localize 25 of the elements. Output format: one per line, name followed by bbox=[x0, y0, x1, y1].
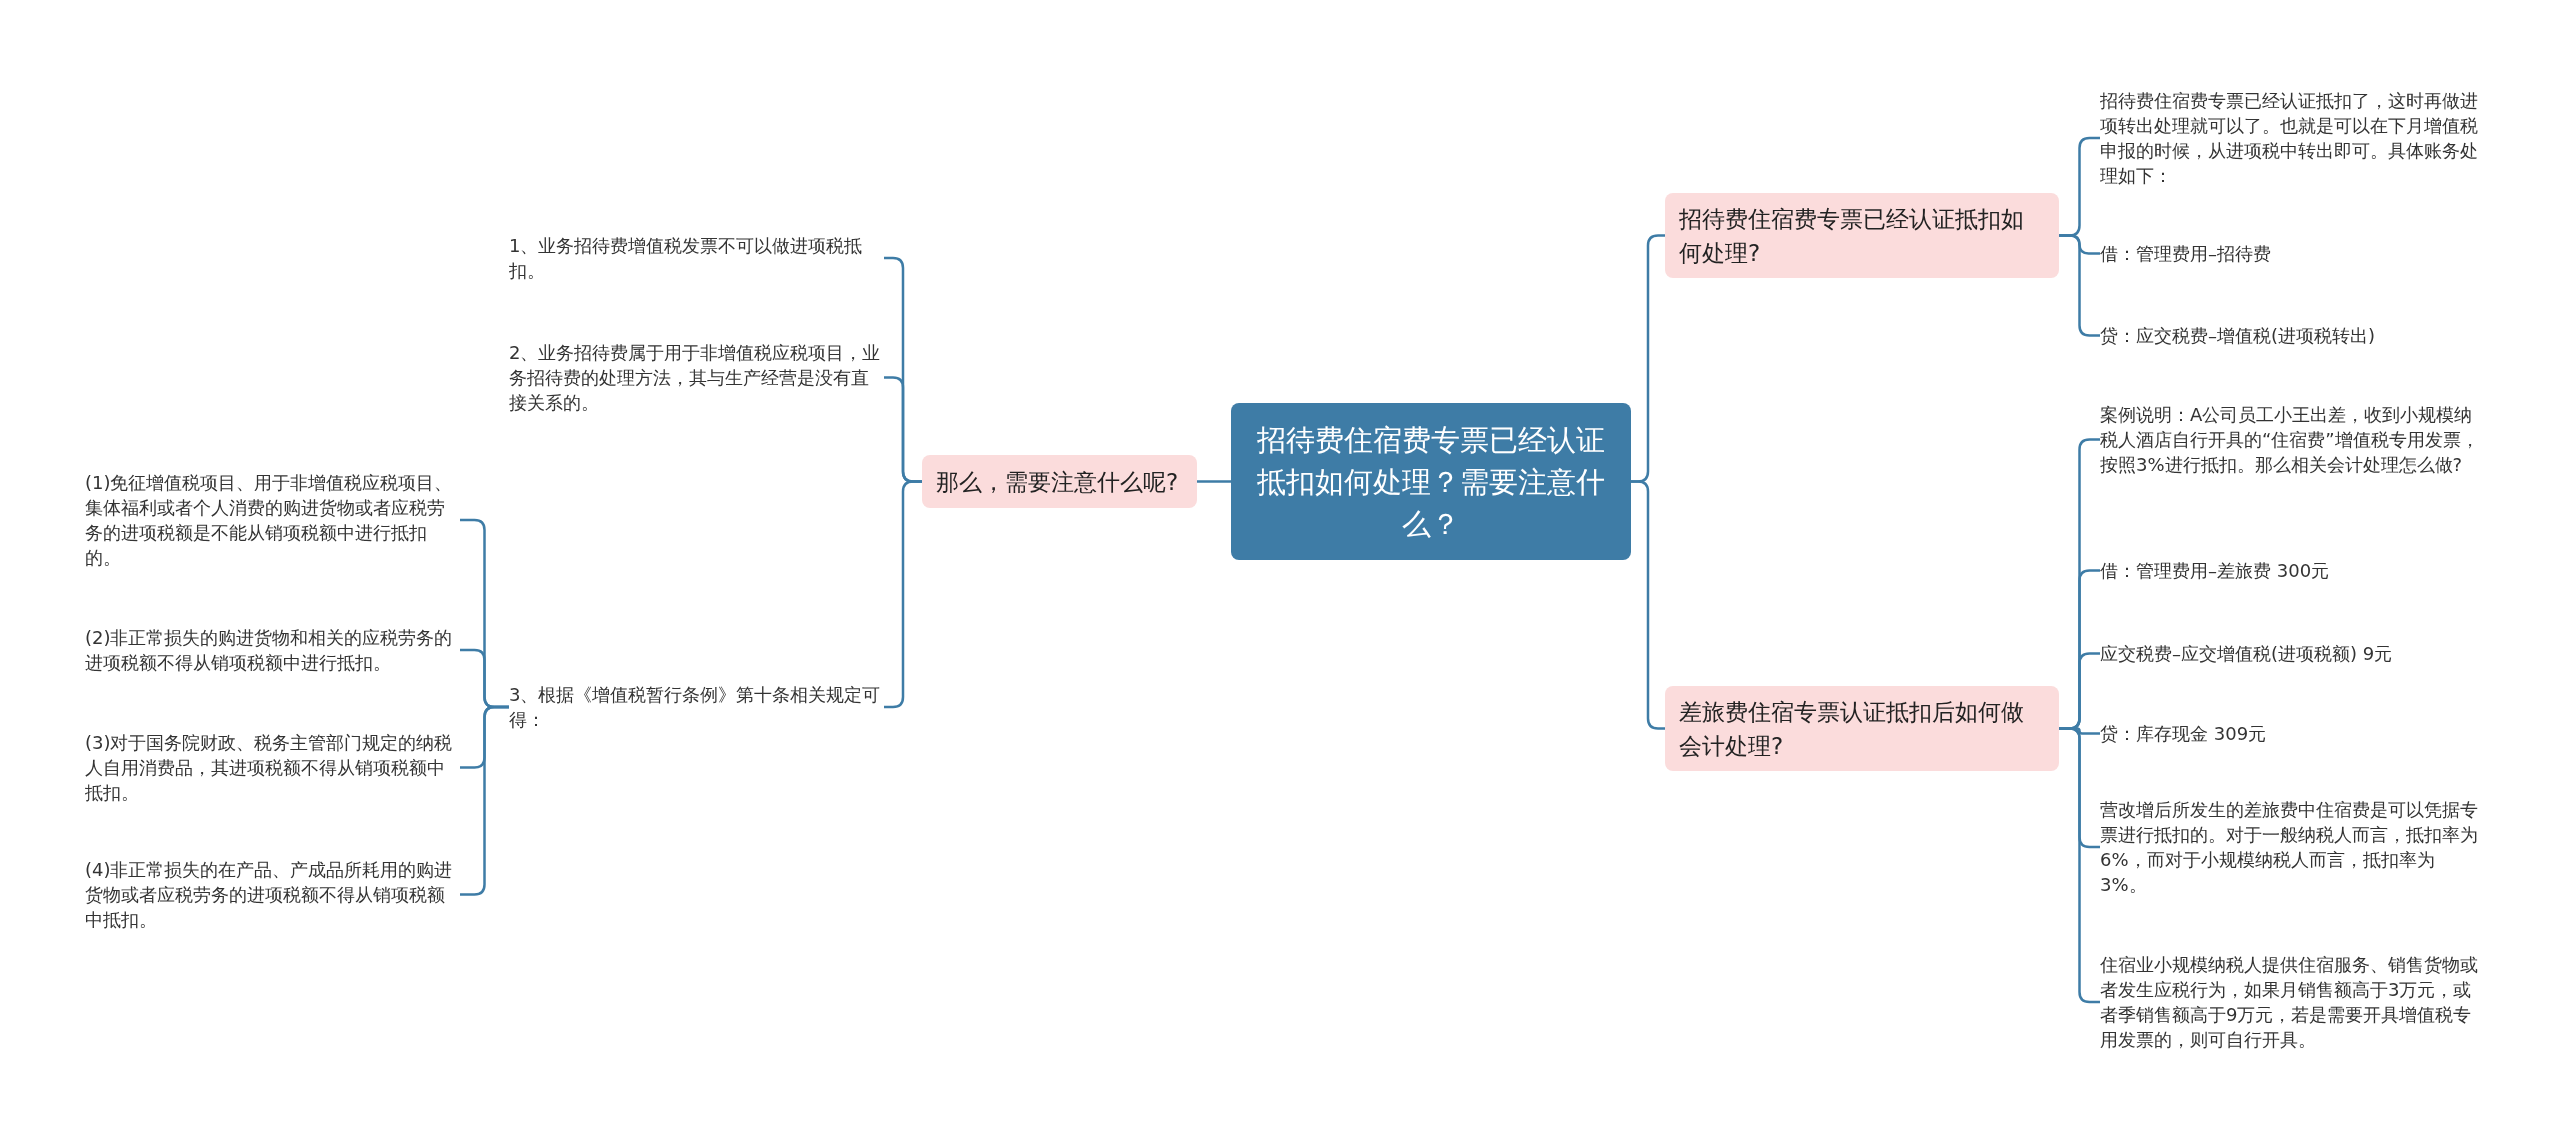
topic-box bbox=[922, 455, 1197, 508]
note-text: 借：管理费用–差旅费 300元 bbox=[2100, 559, 2331, 583]
note-text: 案例说明：A公司员工小王出差，收到小规模纳税人酒店自行开具的“住宿费”增值税专用发票，按照3%进行抵扣。那么相关会计处理怎么做? bbox=[2100, 403, 2480, 477]
note-text: 1、业务招待费增值税发票不可以做进项税抵扣。 bbox=[509, 234, 864, 283]
topic-box bbox=[1665, 686, 2059, 771]
note-text: 借：管理费用–招待费 bbox=[2100, 242, 2272, 266]
note-text: (1)免征增值税项目、用于非增值税应税项目、集体福利或者个人消费的购进货物或者应税劳务的进项税额是不能从销项税额中进行抵扣的。 bbox=[85, 471, 454, 570]
note-text: 2、业务招待费属于用于非增值税应税项目，业务招待费的处理方法，其与生产经营是没有直接关系的。 bbox=[509, 341, 882, 415]
note-text: 住宿业小规模纳税人提供住宿服务、销售货物或者发生应税行为，如果月销售额高于3万元，或者季销售额高于9万元，若是需要开具增值税专用发票的，则可自行开具。 bbox=[2100, 953, 2479, 1052]
note-text: 贷：应交税费–增值税(进项税转出) bbox=[2100, 324, 2377, 348]
topic-box bbox=[1665, 193, 2059, 278]
note-text: (3)对于国务院财政、税务主管部门规定的纳税人自用消费品，其进项税额不得从销项税额中抵扣。 bbox=[85, 731, 454, 805]
note-text: 3、根据《增值税暂行条例》第十条相关规定可得： bbox=[509, 683, 882, 732]
topic-text: 差旅费住宿专票认证抵扣后如何做会计处理? bbox=[1679, 697, 2025, 761]
note-text: (4)非正常损失的在产品、产成品所耗用的购进货物或者应税劳务的进项税额不得从销项税额中抵扣。 bbox=[85, 858, 454, 932]
note-text: (2)非正常损失的购进货物和相关的应税劳务的进项税额不得从销项税额中进行抵扣。 bbox=[85, 626, 454, 675]
topic-text: 招待费住宿费专票已经认证抵扣如何处理? bbox=[1679, 204, 2025, 268]
note-text: 应交税费–应交增值税(进项税额) 9元 bbox=[2100, 642, 2394, 666]
connector-line bbox=[1197, 480, 1231, 483]
topic-text: 招待费住宿费专票已经认证抵扣如何处理？需要注意什么？ bbox=[1256, 421, 1606, 543]
note-text: 营改增后所发生的差旅费中住宿费是可以凭据专票进行抵扣的。对于一般纳税人而言，抵扣率为6%，而对于小规模纳税人而言，抵扣率为3%。 bbox=[2100, 798, 2479, 897]
topic-text: 那么，需要注意什么呢? bbox=[936, 467, 1179, 497]
note-text: 招待费住宿费专票已经认证抵扣了，这时再做进项转出处理就可以了。也就是可以在下月增值税申报的时候，从进项税中转出即可。具体账务处理如下： bbox=[2100, 89, 2479, 188]
note-text: 贷：库存现金 309元 bbox=[2100, 722, 2268, 746]
central-topic-box bbox=[1231, 403, 1631, 560]
